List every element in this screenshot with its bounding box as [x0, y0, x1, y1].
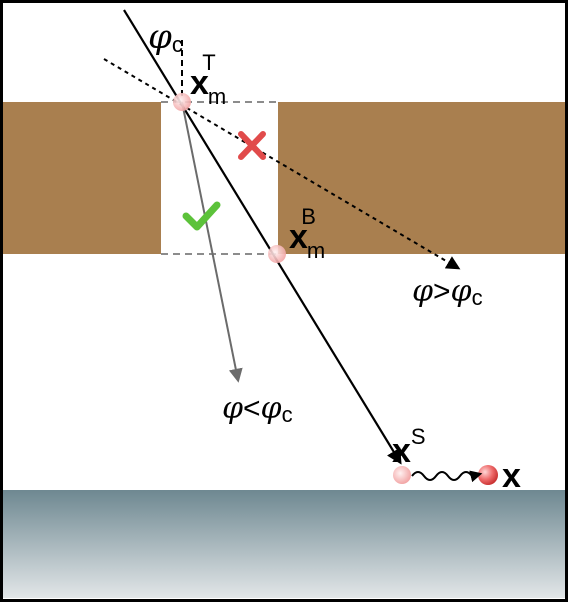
- point-xm-bottom: [268, 245, 286, 263]
- label-x-final: x: [502, 457, 521, 495]
- passing-ray: [181, 101, 243, 383]
- cross-mark-icon: [238, 131, 266, 160]
- ground-plane: [3, 490, 565, 598]
- point-xs: [393, 466, 411, 484]
- critical-ray: [123, 9, 402, 465]
- point-x: [478, 465, 498, 485]
- label-xm-top: xmT: [190, 50, 226, 109]
- mask-left: [3, 102, 161, 254]
- label-phi-greater: φ>φc: [412, 274, 483, 310]
- label-xm-bottom: xmB: [289, 204, 325, 263]
- point-xm-top: [173, 93, 191, 111]
- check-mark-icon: [182, 201, 221, 231]
- wavy-arrow-icon: [411, 470, 483, 483]
- mask-right: [278, 102, 565, 254]
- label-xs: xS: [392, 424, 426, 470]
- label-phi-less: φ<φc: [222, 391, 293, 427]
- label-phi-c-top: φc: [148, 17, 183, 57]
